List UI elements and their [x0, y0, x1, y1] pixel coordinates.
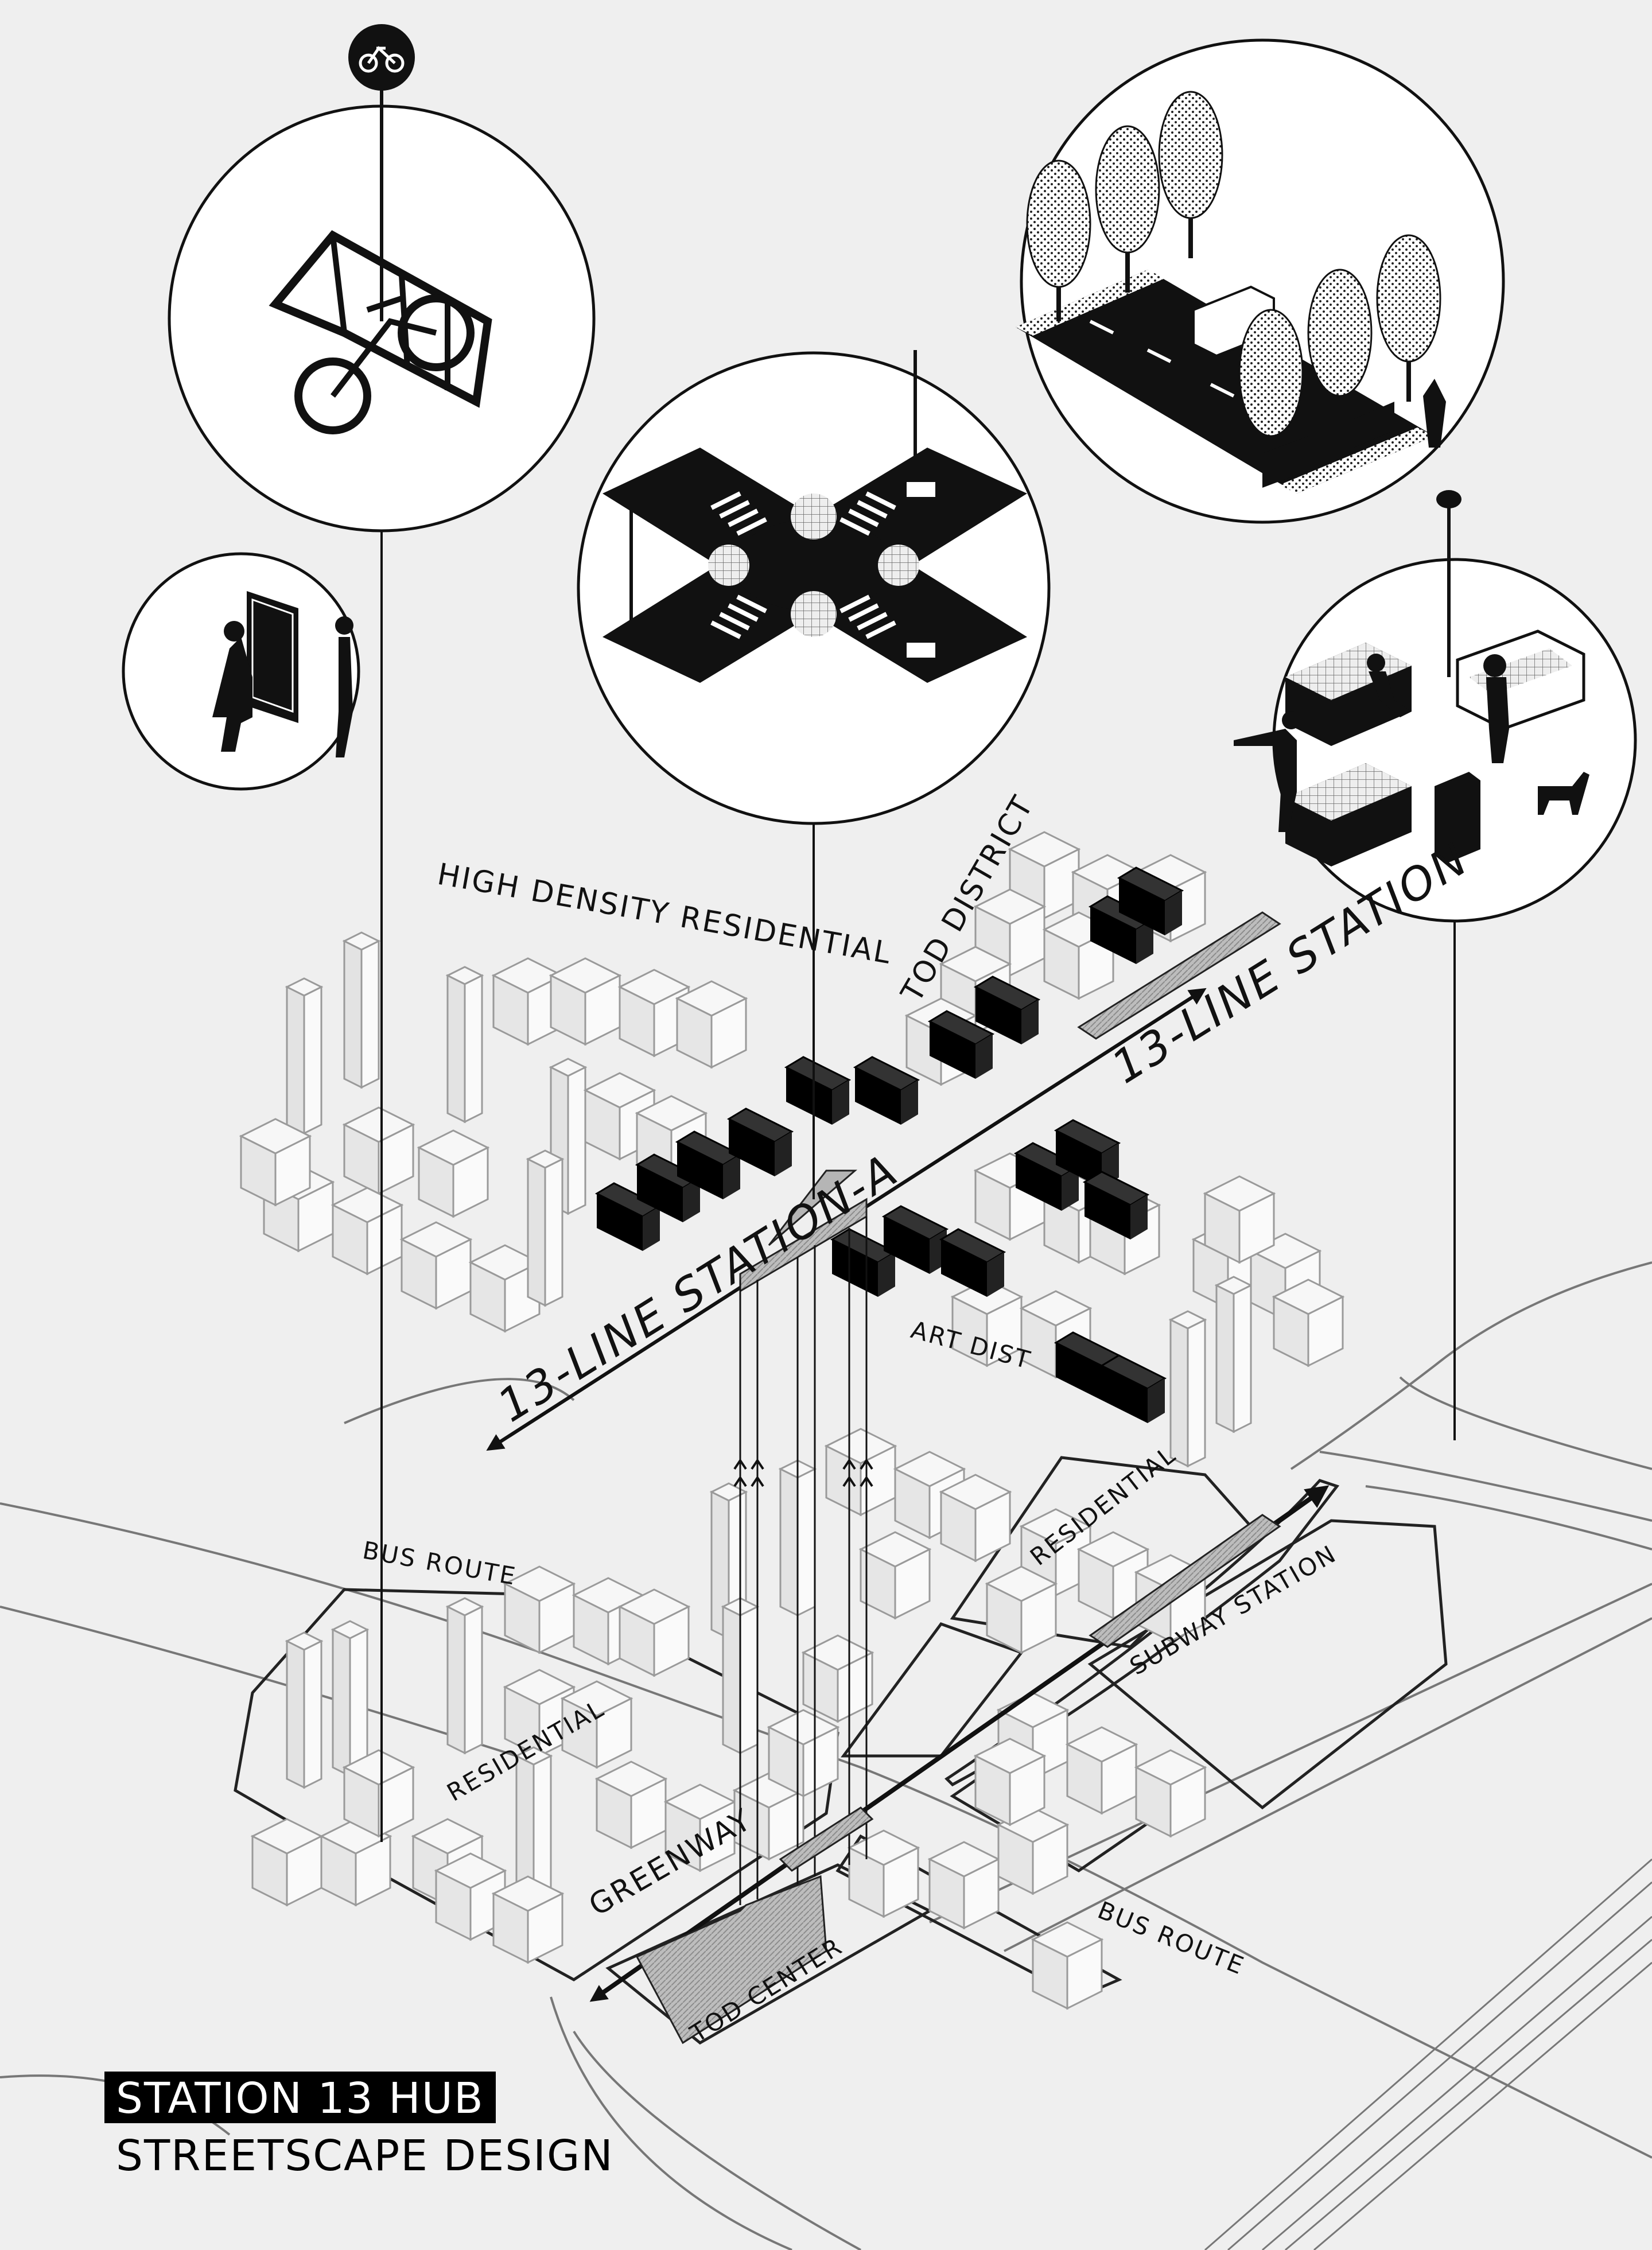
vignette-tree-lined-street	[1016, 40, 1503, 522]
label-bus-route-south: BUS ROUTE	[1094, 1896, 1249, 1980]
title-line-1: STATION 13 HUB	[104, 2072, 496, 2123]
title-line-2: STREETSCAPE DESIGN	[104, 2131, 614, 2181]
buildings-northwest	[241, 932, 746, 1331]
vignette-crosswalk-intersection	[578, 350, 1049, 823]
label-high-density-residential: HIGH DENSITY RESIDENTIAL	[435, 857, 895, 971]
vignette-info-kiosk	[123, 554, 359, 789]
title-block: STATION 13 HUB STREETSCAPE DESIGN	[104, 2072, 614, 2181]
label-bus-route-north: BUS ROUTE	[360, 1536, 519, 1591]
bicycle-sign-icon	[348, 24, 415, 91]
railway-tracks	[1205, 1859, 1652, 2250]
kiosk-icon	[247, 591, 298, 723]
vignette-bike-parking	[169, 24, 594, 531]
